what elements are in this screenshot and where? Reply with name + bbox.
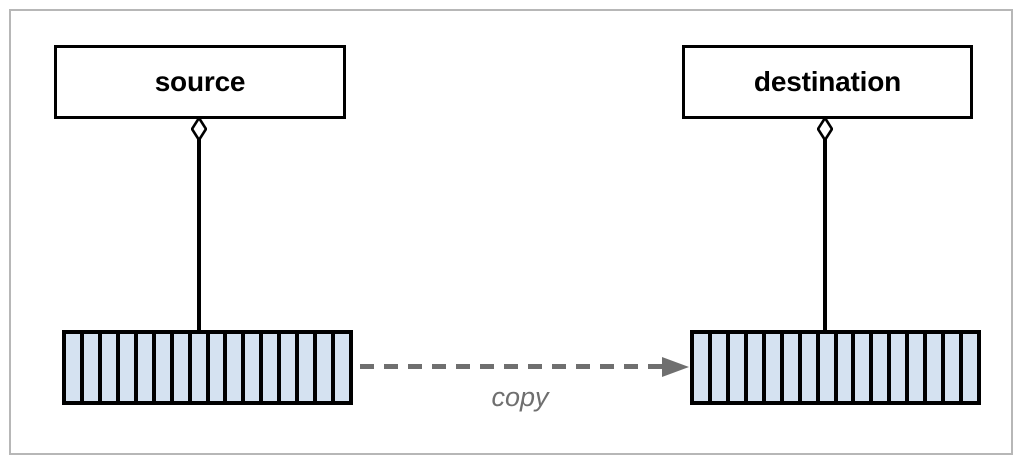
array-cell[interactable] [694,334,708,401]
array-bar-destination[interactable] [690,330,981,405]
array-cell[interactable] [837,334,852,401]
array-cell[interactable] [873,334,888,401]
array-cell[interactable] [729,334,744,401]
array-cell[interactable] [101,334,116,401]
array-cell[interactable] [747,334,762,401]
array-cell[interactable] [783,334,798,401]
aggregation-connector-source [197,138,201,332]
array-cell[interactable] [801,334,816,401]
array-cell[interactable] [711,334,726,401]
array-cell[interactable] [299,334,314,401]
copy-edge-label: copy [491,382,549,412]
array-bar-source[interactable] [62,330,353,405]
array-cell[interactable] [945,334,960,401]
array-cell[interactable] [227,334,242,401]
array-cell[interactable] [263,334,278,401]
array-cell[interactable] [155,334,170,401]
class-box-destination-label: destination [753,66,902,97]
array-cell[interactable] [963,334,977,401]
array-cell[interactable] [83,334,98,401]
array-cell[interactable] [765,334,780,401]
class-box-destination[interactable]: destination [682,45,973,119]
copy-arrow-line [360,364,662,369]
aggregation-connector-destination [823,138,827,332]
array-cell[interactable] [891,334,906,401]
array-cell[interactable] [909,334,924,401]
array-cell[interactable] [927,334,942,401]
array-cell[interactable] [173,334,188,401]
array-cell[interactable] [245,334,260,401]
array-cell[interactable] [209,334,224,401]
array-cell[interactable] [855,334,870,401]
array-cell[interactable] [119,334,134,401]
array-cell[interactable] [66,334,80,401]
copy-arrow-head-icon [662,357,689,377]
array-cell[interactable] [281,334,296,401]
array-cell[interactable] [317,334,332,401]
class-box-source[interactable]: source [54,45,346,119]
class-box-source-label: source [154,66,246,97]
array-cell[interactable] [335,334,349,401]
array-cell[interactable] [137,334,152,401]
array-cell[interactable] [819,334,834,401]
array-cell[interactable] [191,334,206,401]
